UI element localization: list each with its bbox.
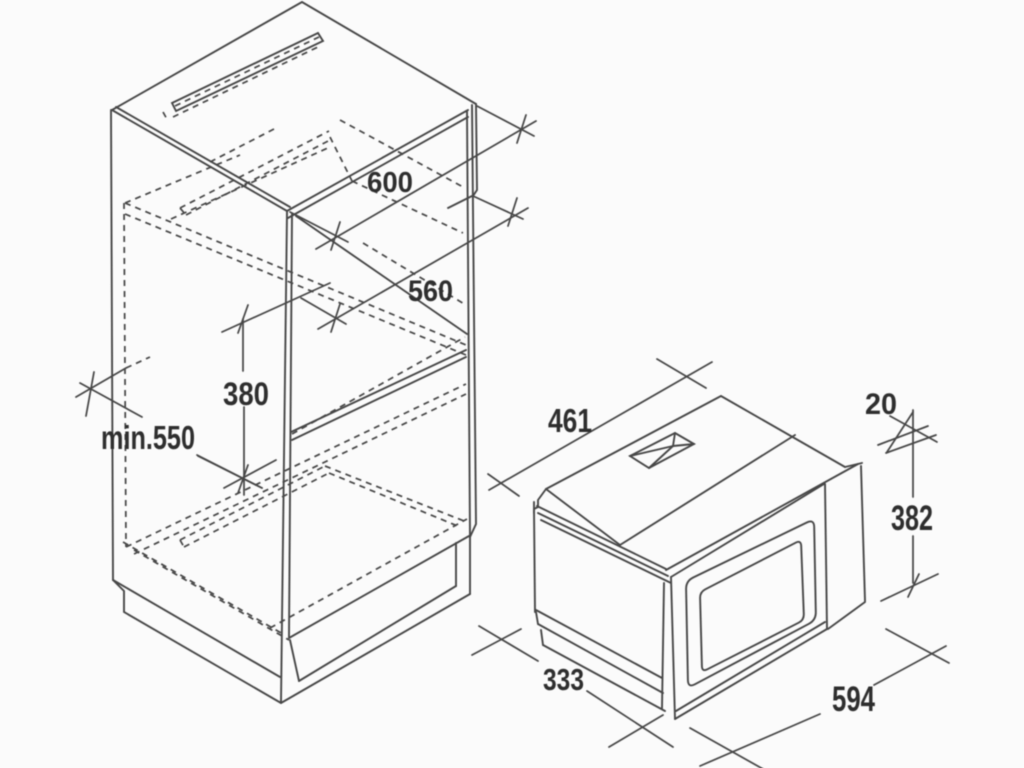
- svg-text:600: 600: [367, 167, 413, 199]
- svg-text:20: 20: [865, 388, 897, 421]
- svg-text:380: 380: [223, 376, 269, 412]
- svg-text:560: 560: [408, 275, 453, 308]
- svg-text:333: 333: [543, 662, 584, 697]
- svg-text:min.550: min.550: [101, 419, 195, 456]
- svg-text:461: 461: [548, 402, 592, 439]
- svg-text:594: 594: [832, 680, 875, 719]
- svg-text:382: 382: [891, 499, 933, 538]
